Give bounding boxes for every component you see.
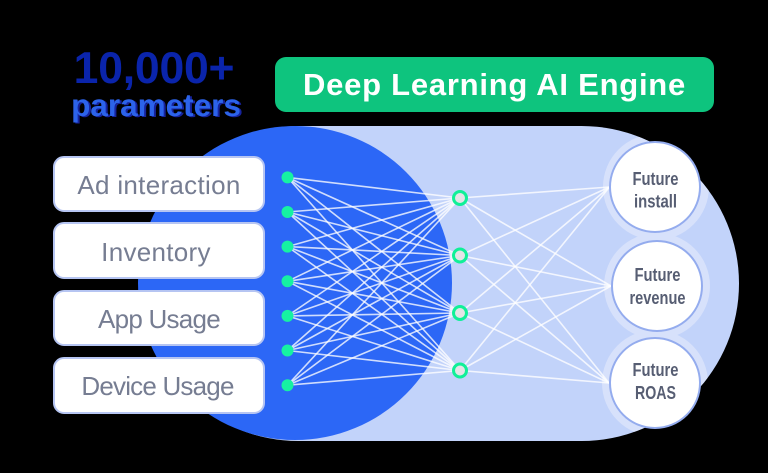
svg-text:ROAS: ROAS <box>635 382 676 403</box>
svg-text:install: install <box>634 190 677 211</box>
svg-text:Future: Future <box>633 168 679 189</box>
svg-text:revenue: revenue <box>630 287 686 308</box>
svg-text:Future: Future <box>635 264 681 285</box>
svg-text:Future: Future <box>633 359 679 380</box>
